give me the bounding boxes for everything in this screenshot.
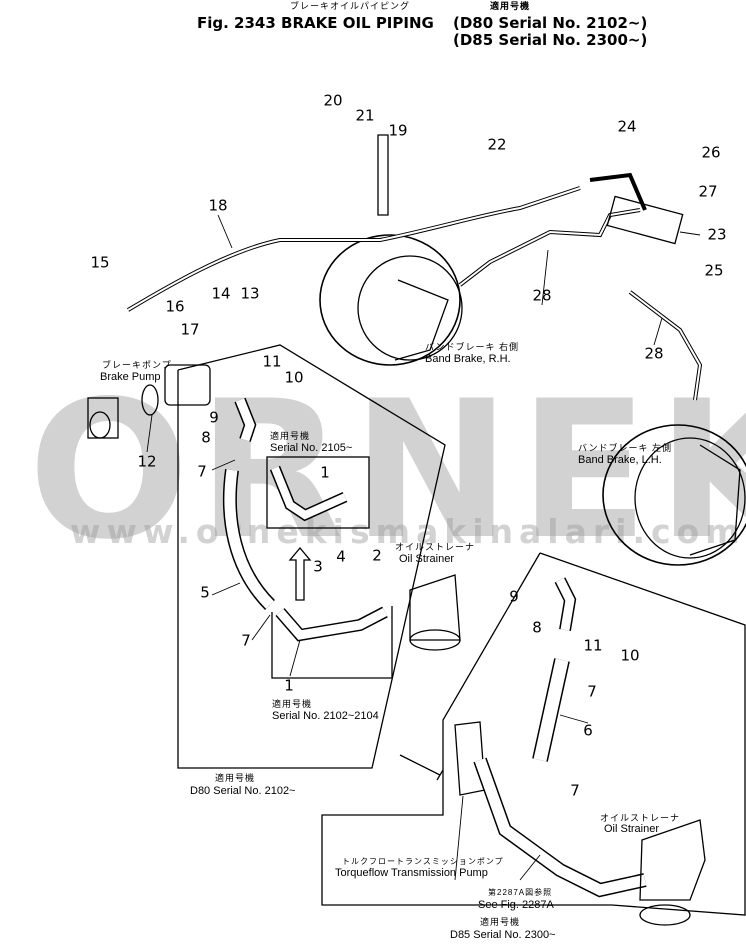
callout-number: 9 xyxy=(509,587,519,606)
oil-strainer-1-label-jp: オイルストレーナ xyxy=(395,542,476,552)
callout-number: 7 xyxy=(570,781,580,800)
callout-number: 7 xyxy=(241,631,251,650)
callout-number: 17 xyxy=(180,320,200,339)
callout-number: 6 xyxy=(583,721,593,740)
band-brake-rh-label: Band Brake, R.H. xyxy=(425,353,511,365)
callout-number: 11 xyxy=(262,352,282,371)
callout-number: 19 xyxy=(388,121,408,140)
figure-title: Fig. 2343 BRAKE OIL PIPING xyxy=(197,14,434,32)
torqueflow-pump xyxy=(454,721,486,796)
oil-strainer-2-label: Oil Strainer xyxy=(604,823,660,835)
arrow-up xyxy=(288,546,312,601)
callout-number: 13 xyxy=(240,284,260,303)
oil-strainer-2-label-jp: オイルストレーナ xyxy=(600,813,681,823)
callout-number: 21 xyxy=(355,106,375,125)
torqueflow-label-jp: トルクフロートランスミッションポンプ xyxy=(342,857,504,866)
band-brake-lh xyxy=(602,424,746,566)
callout-number: 2 xyxy=(372,546,382,565)
bracket-23 xyxy=(606,195,684,245)
callout-number: 28 xyxy=(532,286,552,305)
callout-number: 28 xyxy=(644,344,664,363)
callout-number: 11 xyxy=(583,636,603,655)
d80-serial-label: D80 Serial No. 2102~ xyxy=(190,785,296,797)
torqueflow-label: Torqueflow Transmission Pump xyxy=(335,867,488,879)
band-brake-rh-label-jp: バンドブレーキ 右側 xyxy=(425,342,519,352)
brake-pump-label-jp: ブレーキポンプ xyxy=(102,360,172,370)
band-brake-rh xyxy=(319,234,463,366)
see-fig-label-jp: 第2287A図参照 xyxy=(488,888,553,897)
serial-2102-2104-label: Serial No. 2102~2104 xyxy=(272,710,379,722)
d85-serial-label: D85 Serial No. 2300~ xyxy=(450,929,556,941)
callout-number: 24 xyxy=(617,117,637,136)
brake-pump xyxy=(87,364,211,439)
leader-lines xyxy=(146,214,701,881)
callout-number: 1 xyxy=(284,676,294,695)
pipe-top-right xyxy=(589,172,647,211)
callout-number: 14 xyxy=(211,284,231,303)
d80-label-jp: 適用号機 xyxy=(215,773,256,783)
callout-number: 8 xyxy=(532,618,542,637)
serial-d80-header: (D80 Serial No. 2102~) xyxy=(453,14,648,32)
callout-number: 3 xyxy=(313,557,323,576)
d80-area-outline xyxy=(177,344,446,769)
callout-number: 18 xyxy=(208,196,228,215)
callout-number: 4 xyxy=(336,547,346,566)
oil-strainer-1 xyxy=(409,574,461,651)
callout-number: 20 xyxy=(323,91,343,110)
band-brake-lh-label-jp: バンドブレーキ 左側 xyxy=(578,443,672,453)
see-fig-label: See Fig. 2287A xyxy=(478,899,554,911)
callout-number: 16 xyxy=(165,297,185,316)
callout-number: 26 xyxy=(701,143,721,162)
d85-area-outline xyxy=(321,552,746,916)
serial-2105-box xyxy=(266,456,370,529)
oil-strainer-1-label: Oil Strainer xyxy=(399,553,455,565)
title-japanese: ブレーキオイルパイピング xyxy=(290,1,411,11)
serial-2105-label-jp: 適用号機 xyxy=(270,431,311,441)
callout-number: 10 xyxy=(284,368,304,387)
d85-label-jp: 適用号機 xyxy=(480,917,521,927)
callout-number: 7 xyxy=(587,682,597,701)
callout-number: 7 xyxy=(197,462,207,481)
serial-2102-box xyxy=(271,606,393,679)
callout-number: 27 xyxy=(698,182,718,201)
arrow-diag xyxy=(399,754,444,781)
callout-number: 8 xyxy=(201,428,211,447)
callout-number: 5 xyxy=(200,583,210,602)
callout-number: 22 xyxy=(487,135,507,154)
callout-number: 23 xyxy=(707,225,727,244)
callout-number: 10 xyxy=(620,646,640,665)
callout-number: 1 xyxy=(320,463,330,482)
pipe-28a xyxy=(458,208,641,287)
bracket-19 xyxy=(377,134,389,216)
brake-pump-label: Brake Pump xyxy=(100,371,161,383)
callout-number: 9 xyxy=(209,408,219,427)
callout-number: 15 xyxy=(90,253,110,272)
serial-d85-header: (D85 Serial No. 2300~) xyxy=(453,31,648,49)
header-applicable-jp: 適用号機 xyxy=(490,1,531,11)
serial-2105-label: Serial No. 2105~ xyxy=(270,442,353,454)
oil-strainer-2 xyxy=(639,819,706,926)
callout-number: 12 xyxy=(137,452,157,471)
band-brake-lh-label: Band Brake, L.H. xyxy=(578,454,662,466)
serial-2102-2104-label-jp: 適用号機 xyxy=(272,699,313,709)
callout-number: 25 xyxy=(704,261,724,280)
